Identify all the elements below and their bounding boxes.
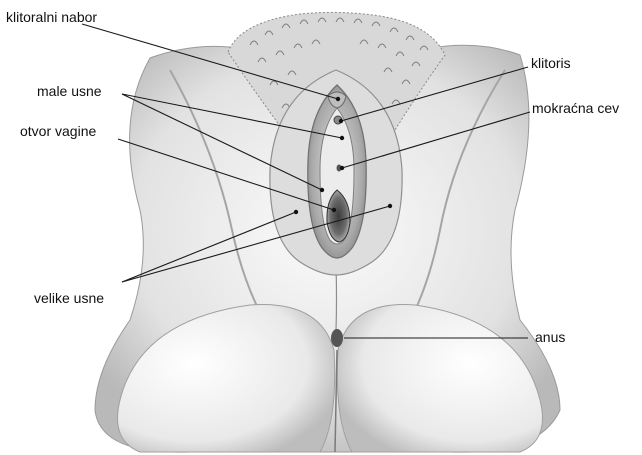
dot-otvor-vagine (332, 208, 336, 212)
label-mokracna-cev: mokraćna cev (532, 100, 619, 116)
label-anus: anus (535, 329, 565, 345)
label-male-usne: male usne (37, 83, 102, 99)
dot-klitoris (339, 119, 343, 123)
anus-shape (331, 329, 343, 347)
dot-klitoralni-nabor (336, 97, 340, 101)
label-otvor-vagine: otvor vagine (20, 123, 96, 139)
dot-mokracna-cev (340, 166, 344, 170)
label-klitoralni-nabor: klitoralni nabor (6, 9, 97, 25)
dot-male-usne-2 (320, 188, 324, 192)
dot-male-usne-1 (340, 136, 344, 140)
label-klitoris: klitoris (531, 55, 571, 71)
label-velike-usne: velike usne (34, 290, 104, 306)
dot-velike-usne-2 (388, 204, 392, 208)
dot-velike-usne-1 (294, 210, 298, 214)
